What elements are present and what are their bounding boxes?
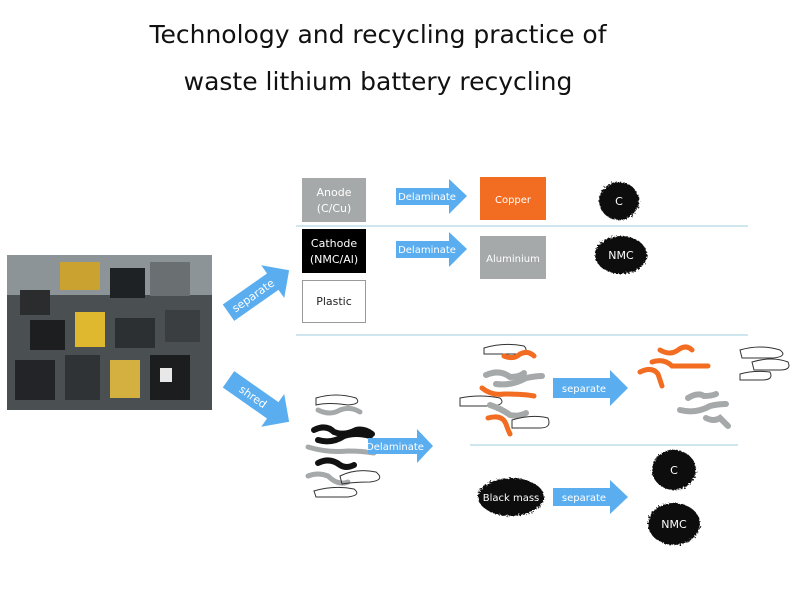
separate-label: separate (562, 493, 606, 504)
aluminium-label: Aluminium (486, 254, 540, 265)
delaminate-arrow-shred: Delaminate (366, 429, 433, 463)
copper-label: Copper (495, 195, 532, 206)
title-line-2: waste lithium battery recycling (183, 67, 573, 96)
black-mass-label: Black mass (483, 493, 540, 504)
separate-arrow: separate (222, 265, 290, 321)
black-mass: Black mass (478, 478, 544, 516)
shredded-pieces (305, 394, 381, 498)
nmc-label: NMC (661, 518, 687, 531)
delaminate-label: Delaminate (398, 245, 456, 256)
aluminium-box: Aluminium (480, 236, 546, 279)
carbon-powder: C (599, 182, 639, 220)
delaminate-label: Delaminate (398, 192, 456, 203)
separated-copper-pieces (637, 344, 711, 389)
anode-box: Anode (C/Cu) (302, 178, 366, 222)
nmc-powder: NMC (595, 236, 647, 274)
separate-arrow-pieces: separate (553, 370, 628, 406)
separated-plastic-pieces (739, 346, 790, 381)
cathode-label: Cathode (311, 237, 357, 250)
anode-formula: (C/Cu) (317, 202, 352, 215)
delaminate-label: Delaminate (366, 442, 424, 453)
cathode-box: Cathode (NMC/Al) (302, 229, 366, 273)
anode-label: Anode (317, 186, 352, 199)
nmc-label: NMC (608, 249, 634, 262)
cathode-formula: (NMC/Al) (310, 253, 358, 266)
battery-pile-photo (7, 255, 212, 410)
separate-arrow-black-mass: separate (553, 480, 628, 514)
separated-aluminium-pieces (677, 391, 731, 429)
carbon-label: C (670, 464, 678, 477)
delaminate-arrow-anode: Delaminate (396, 179, 467, 214)
carbon-powder-bottom: C (652, 450, 696, 490)
shred-arrow: shred (222, 371, 290, 427)
delaminated-mixed-pieces (459, 343, 550, 437)
carbon-label: C (615, 195, 623, 208)
plastic-label: Plastic (316, 295, 352, 308)
title-line-1: Technology and recycling practice of (149, 20, 607, 49)
copper-box: Copper (480, 177, 546, 220)
nmc-powder-bottom: NMC (648, 503, 700, 545)
plastic-box: Plastic (302, 280, 366, 323)
separate-label: separate (562, 384, 606, 395)
delaminate-arrow-cathode: Delaminate (396, 232, 467, 267)
